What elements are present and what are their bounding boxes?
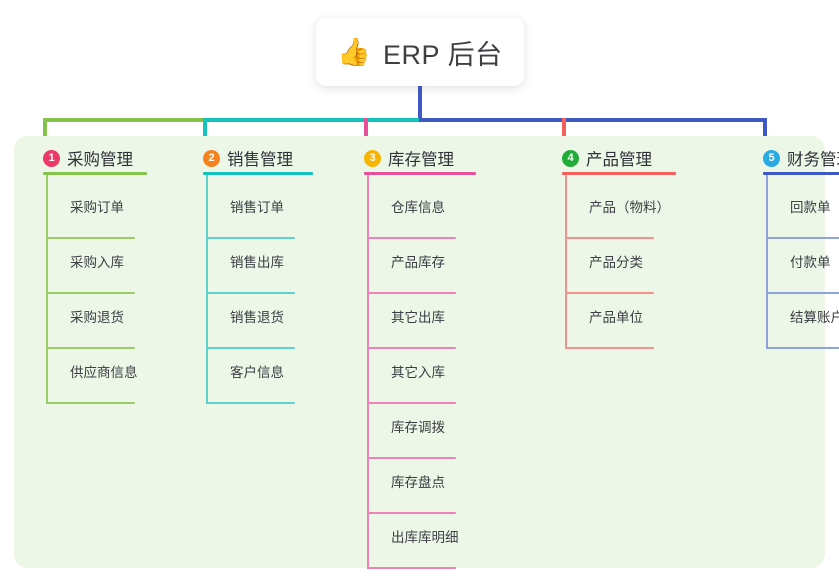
leaf-label: 出库库明细	[391, 530, 459, 545]
column-header-2[interactable]: 2 销售管理	[203, 146, 293, 170]
column-header-5[interactable]: 5 财务管理	[763, 146, 839, 170]
column-title: 财务管理	[787, 151, 839, 169]
column-spine	[766, 175, 768, 349]
leaf-rule	[46, 402, 135, 404]
column-header-4[interactable]: 4 产品管理	[562, 146, 652, 170]
leaf-rule	[46, 347, 135, 349]
leaf-rule	[206, 292, 295, 294]
leaf-rule	[565, 347, 654, 349]
column-title: 产品管理	[586, 151, 652, 169]
leaf-label: 采购退货	[70, 310, 124, 325]
leaf-rule	[766, 292, 839, 294]
leaf-label: 结算账户	[790, 310, 839, 325]
column-title: 库存管理	[388, 151, 454, 169]
leaf-label: 产品单位	[589, 310, 643, 325]
leaf-label: 其它出库	[391, 310, 445, 325]
leaf-rule	[565, 292, 654, 294]
leaf-rule	[46, 237, 135, 239]
column-rule	[364, 172, 476, 175]
leaf-label: 采购订单	[70, 200, 124, 215]
column-spine	[367, 175, 369, 569]
branch-panel	[14, 136, 825, 568]
column-title: 销售管理	[227, 151, 293, 169]
column-rule	[562, 172, 676, 175]
leaf-rule	[206, 237, 295, 239]
column-spine	[46, 175, 48, 404]
leaf-label: 产品库存	[391, 255, 445, 270]
leaf-rule	[766, 237, 839, 239]
leaf-label: 采购入库	[70, 255, 124, 270]
leaf-label: 付款单	[790, 255, 831, 270]
column-rule	[43, 172, 147, 175]
column-index-badge: 4	[562, 149, 579, 167]
leaf-label: 回款单	[790, 200, 831, 215]
leaf-label: 销售退货	[230, 310, 284, 325]
leaf-label: 仓库信息	[391, 200, 445, 215]
leaf-rule	[206, 347, 295, 349]
leaf-rule	[565, 237, 654, 239]
leaf-rule	[367, 402, 456, 404]
leaf-rule	[367, 347, 456, 349]
column-spine	[565, 175, 567, 349]
column-index-badge: 2	[203, 149, 220, 167]
column-index-badge: 1	[43, 149, 60, 167]
leaf-label: 客户信息	[230, 365, 284, 380]
leaf-rule	[367, 512, 456, 514]
leaf-label: 销售出库	[230, 255, 284, 270]
leaf-rule	[46, 292, 135, 294]
leaf-label: 产品（物料）	[589, 200, 670, 215]
column-index-badge: 5	[763, 149, 780, 167]
column-spine	[206, 175, 208, 404]
leaf-label: 产品分类	[589, 255, 643, 270]
leaf-rule	[367, 567, 456, 569]
thumbs-up-icon: 👍	[337, 36, 372, 67]
leaf-label: 库存盘点	[391, 475, 445, 490]
leaf-label: 库存调拨	[391, 420, 445, 435]
leaf-rule	[367, 457, 456, 459]
column-header-1[interactable]: 1 采购管理	[43, 146, 133, 170]
column-title: 采购管理	[67, 151, 133, 169]
column-rule	[203, 172, 313, 175]
leaf-rule	[367, 237, 456, 239]
column-header-3[interactable]: 3 库存管理	[364, 146, 454, 170]
leaf-label: 销售订单	[230, 200, 284, 215]
column-rule	[763, 172, 839, 175]
leaf-label: 其它入库	[391, 365, 445, 380]
leaf-rule	[367, 292, 456, 294]
leaf-label: 供应商信息	[70, 365, 138, 380]
leaf-rule	[766, 347, 839, 349]
column-index-badge: 3	[364, 149, 381, 167]
leaf-rule	[206, 402, 295, 404]
root-node[interactable]: 👍 ERP 后台	[316, 18, 524, 86]
root-title: ERP 后台	[383, 39, 503, 70]
